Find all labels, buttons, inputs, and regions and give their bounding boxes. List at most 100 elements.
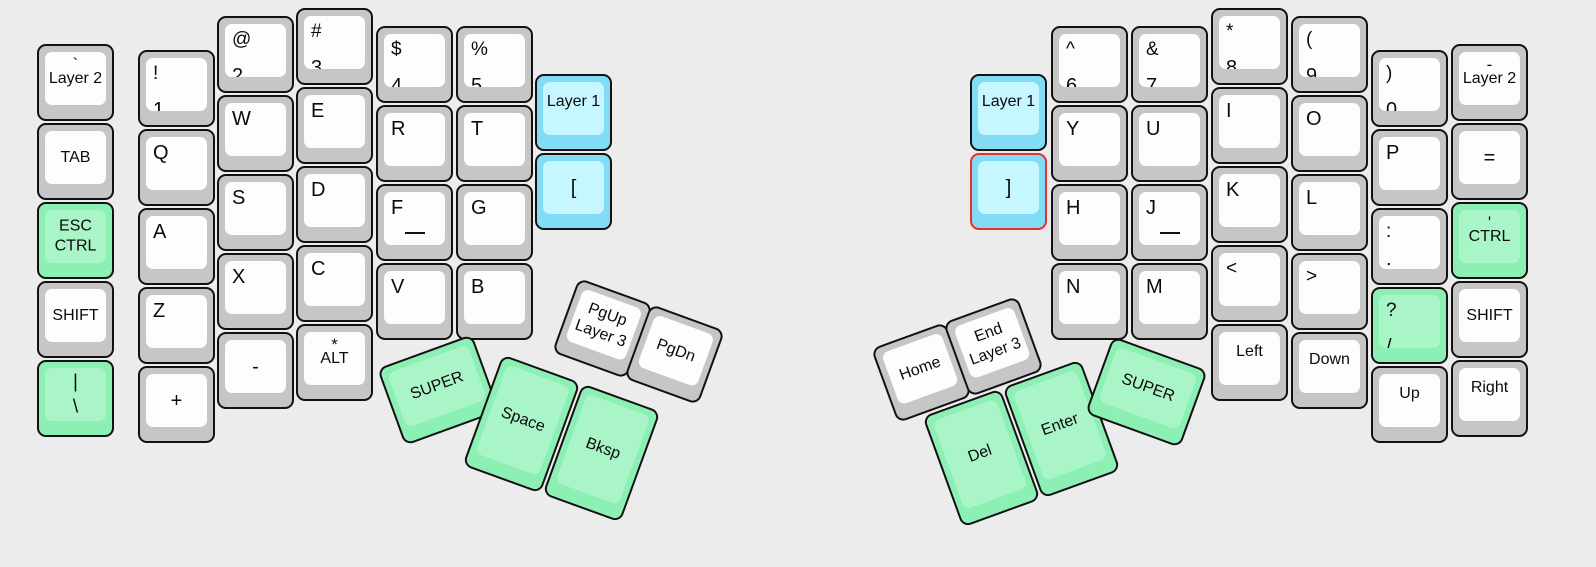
key-legend-shifted: ` <box>72 55 79 74</box>
key-l-c2-r1[interactable]: W <box>217 95 294 172</box>
keycap-surface: I <box>1219 95 1280 148</box>
key-r-c1-r0[interactable]: ^6 <box>1051 26 1128 103</box>
key-r-c5-r0[interactable]: )0 <box>1371 50 1448 127</box>
key-legend-base: S <box>232 187 246 209</box>
key-l-c1-r0[interactable]: !1 <box>138 50 215 127</box>
key-r-c4-r2[interactable]: L <box>1291 174 1368 251</box>
key-r-c4-r4[interactable]: Down <box>1291 332 1368 409</box>
homing-bar-icon <box>404 232 425 234</box>
key-r-c3-r2[interactable]: K <box>1211 166 1288 243</box>
key-r-c1-r2[interactable]: H <box>1051 184 1128 261</box>
key-l-c1-r4[interactable]: + <box>138 366 215 443</box>
key-r-c5-r4[interactable]: Up <box>1371 366 1448 443</box>
key-l-c3-r1[interactable]: E <box>296 87 373 164</box>
key-r-c6-r3[interactable]: SHIFT <box>1451 281 1528 358</box>
key-l-c4-r2[interactable]: F <box>376 184 453 261</box>
key-l-c6-r1[interactable]: [ <box>535 153 612 230</box>
key-l-c2-r3[interactable]: X <box>217 253 294 330</box>
keycap-surface: *8 <box>1219 16 1280 69</box>
keycap-surface: <, <box>1219 253 1280 306</box>
key-r-c4-r0[interactable]: (9 <box>1291 16 1368 93</box>
key-legend-base: Layer 1 <box>546 93 601 110</box>
key-legend-base: P <box>1386 142 1400 164</box>
key-r-c4-r3[interactable]: >. <box>1291 253 1368 330</box>
key-legend-base: Q <box>153 142 169 164</box>
key-r-c1-r1[interactable]: Y <box>1051 105 1128 182</box>
key-r-c5-r3[interactable]: ?/ <box>1371 287 1448 364</box>
key-r-c3-r1[interactable]: I <box>1211 87 1288 164</box>
key-r-c5-r1[interactable]: P <box>1371 129 1448 206</box>
key-r-c5-r2[interactable]: :; <box>1371 208 1448 285</box>
key-legend-base: TAB <box>60 148 91 166</box>
key-l-c2-r4[interactable]: - <box>217 332 294 409</box>
keycap-surface: Layer 1 <box>543 82 604 135</box>
key-l-c6-r0[interactable]: Layer 1 <box>535 74 612 151</box>
keycap-surface: G <box>464 192 525 245</box>
key-r-c2-r2[interactable]: J <box>1131 184 1208 261</box>
key-r-c4-r1[interactable]: O <box>1291 95 1368 172</box>
key-l-c3-r2[interactable]: D <box>296 166 373 243</box>
key-l-c0-r1[interactable]: TAB <box>37 123 114 200</box>
key-legend-base: I <box>1226 100 1232 122</box>
key-legend-base: H <box>1066 197 1081 219</box>
keycap-surface: H <box>1059 192 1120 245</box>
key-l-c5-r0[interactable]: %5 <box>456 26 533 103</box>
key-r-c2-r3[interactable]: M <box>1131 263 1208 340</box>
keycap-surface: 'CTRL <box>1459 210 1520 263</box>
key-r-c6-r1[interactable]: = <box>1451 123 1528 200</box>
key-l-c3-r4[interactable]: *ALT <box>296 324 373 401</box>
key-l-c5-r1[interactable]: T <box>456 105 533 182</box>
keycap-surface: X <box>225 261 286 314</box>
key-legend-base: - <box>252 355 259 378</box>
key-r-c6-r0[interactable]: -Layer 2 <box>1451 44 1528 121</box>
key-l-c0-r2[interactable]: ESC CTRL <box>37 202 114 279</box>
key-legend-shifted: $ <box>391 39 402 60</box>
key-l-c2-r0[interactable]: @2 <box>217 16 294 93</box>
key-l-c1-r2[interactable]: A <box>138 208 215 285</box>
key-l-c5-r2[interactable]: G <box>456 184 533 261</box>
keycap-surface: )0 <box>1379 58 1440 111</box>
key-legend-base: 6 <box>1066 75 1078 87</box>
key-r-c0-r0[interactable]: Layer 1 <box>970 74 1047 151</box>
key-legend-base: / <box>1386 336 1392 348</box>
key-legend-shifted: < <box>1226 258 1238 279</box>
key-l-c1-r1[interactable]: Q <box>138 129 215 206</box>
keycap-surface: (9 <box>1299 24 1360 77</box>
keycap-surface: ?/ <box>1379 295 1440 348</box>
keycap-surface: ESC CTRL <box>45 210 106 263</box>
key-l-c5-r3[interactable]: B <box>456 263 533 340</box>
key-l-c4-r0[interactable]: $4 <box>376 26 453 103</box>
key-r-c6-r4[interactable]: Right <box>1451 360 1528 437</box>
key-r-c1-r3[interactable]: N <box>1051 263 1128 340</box>
keycap-surface: V <box>384 271 445 324</box>
key-r-c0-r1[interactable]: ] <box>970 153 1047 230</box>
key-l-c1-r3[interactable]: Z <box>138 287 215 364</box>
homing-bar-icon <box>1159 232 1180 234</box>
key-legend-base: G <box>471 197 487 219</box>
key-r-c6-r2[interactable]: 'CTRL <box>1451 202 1528 279</box>
key-l-c0-r4[interactable]: | \ <box>37 360 114 437</box>
keycap-surface: L <box>1299 182 1360 235</box>
key-r-c3-r0[interactable]: *8 <box>1211 8 1288 85</box>
key-l-c2-r2[interactable]: S <box>217 174 294 251</box>
key-legend-base: ALT <box>320 349 349 367</box>
keycap-surface: SHIFT <box>1459 289 1520 342</box>
key-legend-base: Layer 2 <box>1462 69 1517 87</box>
key-r-c2-r0[interactable]: &7 <box>1131 26 1208 103</box>
keycap-surface: T <box>464 113 525 166</box>
key-l-c3-r3[interactable]: C <box>296 245 373 322</box>
key-l-c0-r0[interactable]: `Layer 2 <box>37 44 114 121</box>
key-legend-shifted: @ <box>232 29 252 50</box>
key-legend-base: M <box>1146 276 1163 298</box>
key-l-c4-r3[interactable]: V <box>376 263 453 340</box>
key-legend-base: K <box>1226 179 1240 201</box>
keycap-surface: `Layer 2 <box>45 52 106 105</box>
key-r-c2-r1[interactable]: U <box>1131 105 1208 182</box>
key-legend-base: O <box>1306 108 1322 130</box>
keycap-surface: Y <box>1059 113 1120 166</box>
key-r-c3-r3[interactable]: <, <box>1211 245 1288 322</box>
key-l-c4-r1[interactable]: R <box>376 105 453 182</box>
key-r-c3-r4[interactable]: Left <box>1211 324 1288 401</box>
key-l-c3-r0[interactable]: #3 <box>296 8 373 85</box>
key-l-c0-r3[interactable]: SHIFT <box>37 281 114 358</box>
